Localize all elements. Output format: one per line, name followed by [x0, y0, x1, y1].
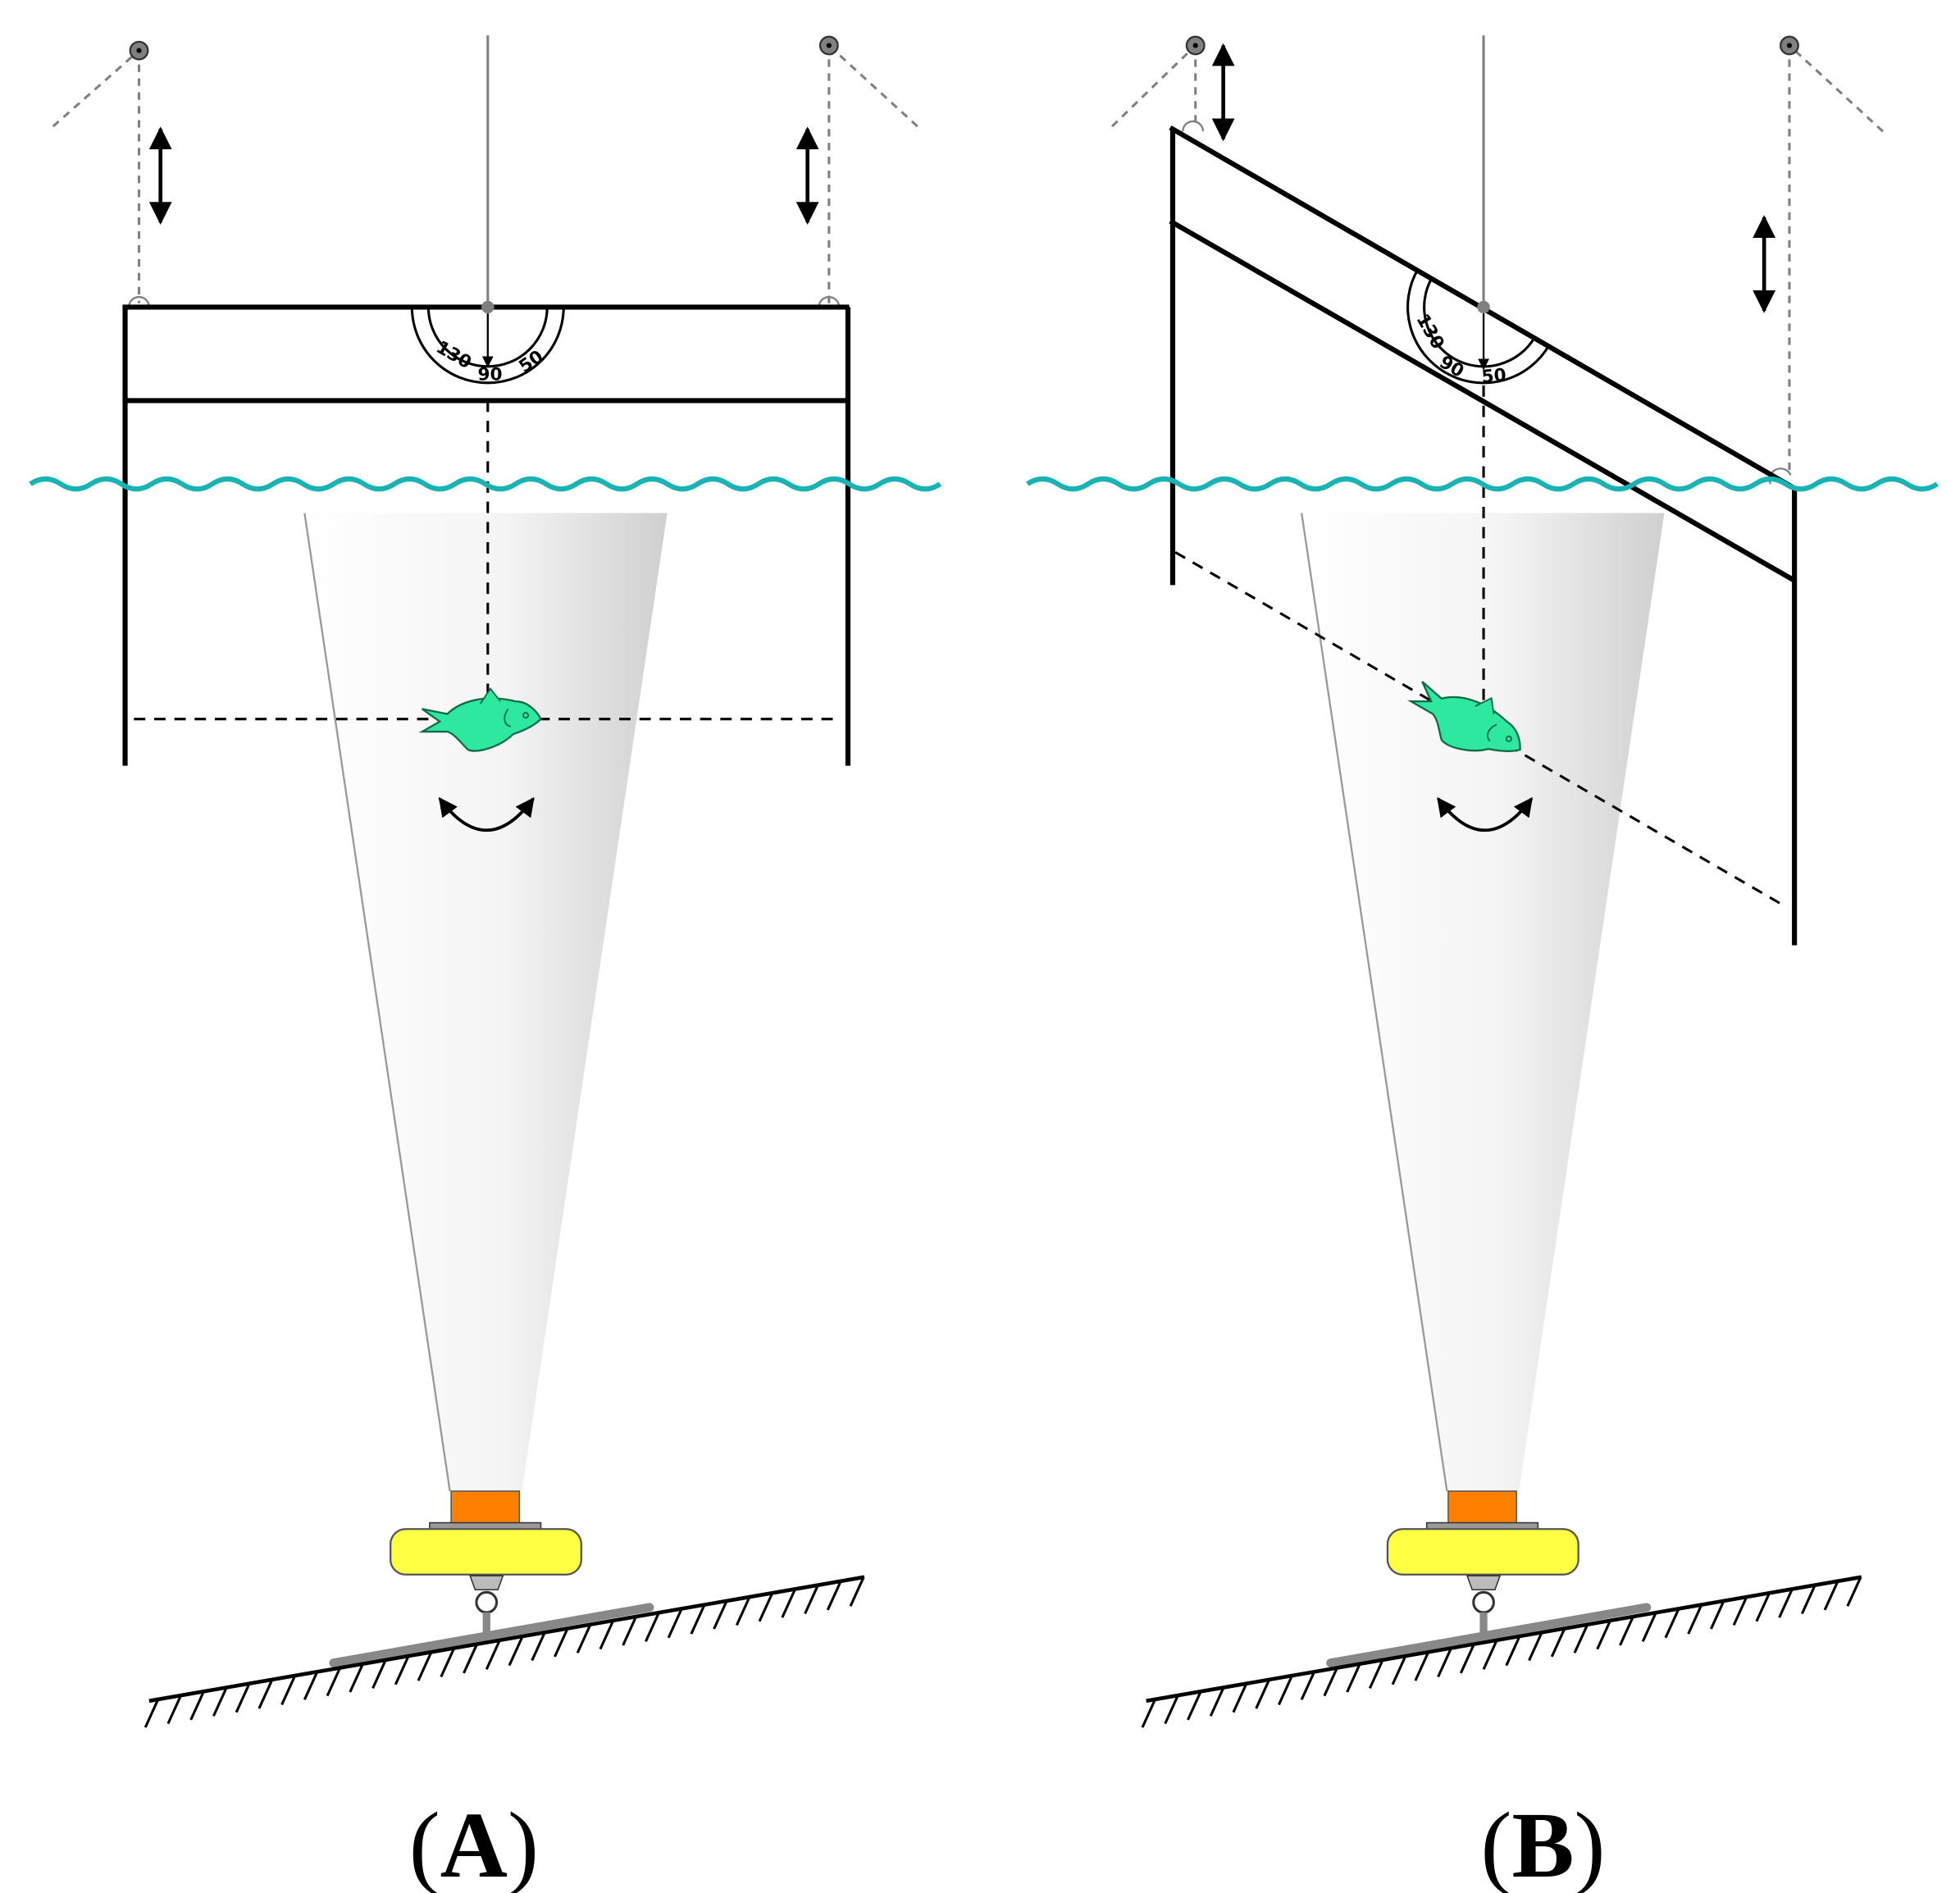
pulley-right	[818, 35, 918, 303]
panel-a: 130 90 50 (A)	[29, 35, 942, 1893]
swivel-joint	[1465, 1575, 1502, 1590]
seabed	[144, 1575, 865, 1728]
seabed	[1141, 1575, 1862, 1728]
transducer	[450, 1490, 521, 1525]
swivel-joint	[469, 1575, 504, 1590]
pulley-left	[1110, 35, 1206, 128]
protractor-label-90: 90	[477, 365, 502, 385]
panel-b-caption: (B)	[1480, 1793, 1605, 1893]
beam-edge-left	[1301, 513, 1448, 1492]
hook-right	[818, 295, 841, 308]
float-buoy	[389, 1528, 582, 1576]
acoustic-beam	[1301, 513, 1665, 1492]
fish-icon	[1407, 681, 1521, 752]
protractor-label-130: 130	[432, 337, 474, 373]
water-surface	[29, 476, 942, 492]
protractor: 130 90 50	[1406, 268, 1551, 388]
protractor: 130 90 50	[410, 300, 565, 385]
hook-left	[1182, 120, 1205, 132]
hook-left	[128, 295, 150, 308]
protractor-label-50: 50	[1481, 365, 1507, 388]
mounting-bar	[329, 1603, 654, 1667]
pulley-left	[52, 40, 149, 303]
panel-b: 130 90 50	[1026, 35, 1939, 1893]
rotation-arrow-icon	[1437, 796, 1534, 832]
water-surface	[1026, 476, 1939, 492]
protractor-label-130: 130	[1412, 311, 1448, 353]
protractor-label-50: 50	[515, 346, 547, 377]
float-buoy	[1386, 1528, 1579, 1576]
panel-a-caption: (A)	[409, 1793, 539, 1893]
fish-icon	[418, 687, 542, 752]
rotation-arrow-icon	[438, 796, 535, 832]
pulley-right	[1780, 35, 1885, 476]
acoustic-beam	[304, 513, 668, 1492]
mounting-bar	[1326, 1603, 1652, 1667]
transducer	[1447, 1490, 1517, 1525]
beam-edge-left	[303, 513, 451, 1492]
